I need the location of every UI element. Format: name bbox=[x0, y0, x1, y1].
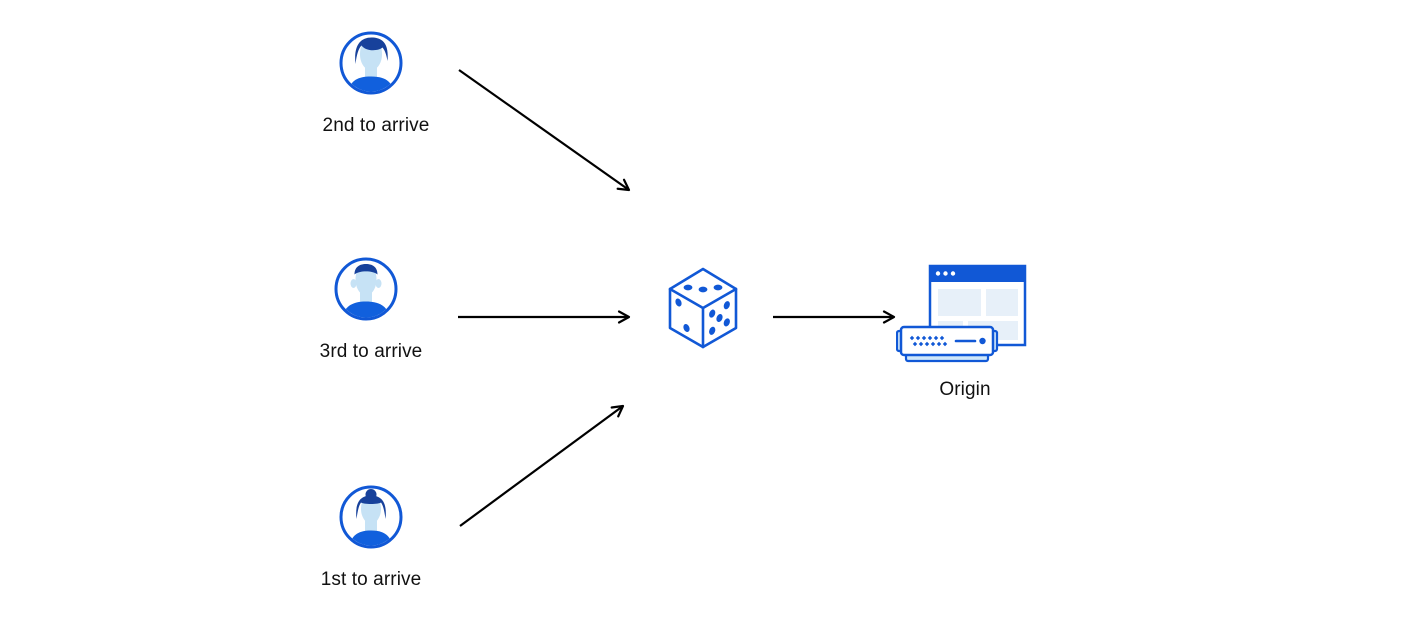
arrow-client-1st-to-dice bbox=[459, 404, 625, 527]
arrow-client-2nd-to-dice bbox=[458, 69, 631, 192]
person-man-flat-hair-icon bbox=[334, 257, 398, 321]
person-woman-bun-hair-icon bbox=[339, 485, 403, 549]
origin-icon bbox=[896, 264, 1027, 363]
node-client-1st bbox=[339, 485, 403, 549]
label-client-1st: 1st to arrive bbox=[320, 569, 422, 590]
server-icon bbox=[896, 325, 999, 363]
dice-icon bbox=[668, 267, 738, 349]
label-client-2nd: 2nd to arrive bbox=[322, 115, 430, 136]
node-dice bbox=[666, 266, 740, 350]
node-origin bbox=[896, 264, 1030, 366]
label-client-3rd: 3rd to arrive bbox=[319, 341, 423, 362]
label-origin: Origin bbox=[939, 379, 991, 400]
node-client-3rd bbox=[334, 257, 398, 321]
server-vent-dots bbox=[909, 335, 948, 347]
person-man-swoop-hair-icon bbox=[339, 31, 403, 95]
node-client-2nd bbox=[339, 31, 403, 95]
dice-pips bbox=[675, 284, 730, 335]
browser-window-icon bbox=[928, 264, 1027, 347]
